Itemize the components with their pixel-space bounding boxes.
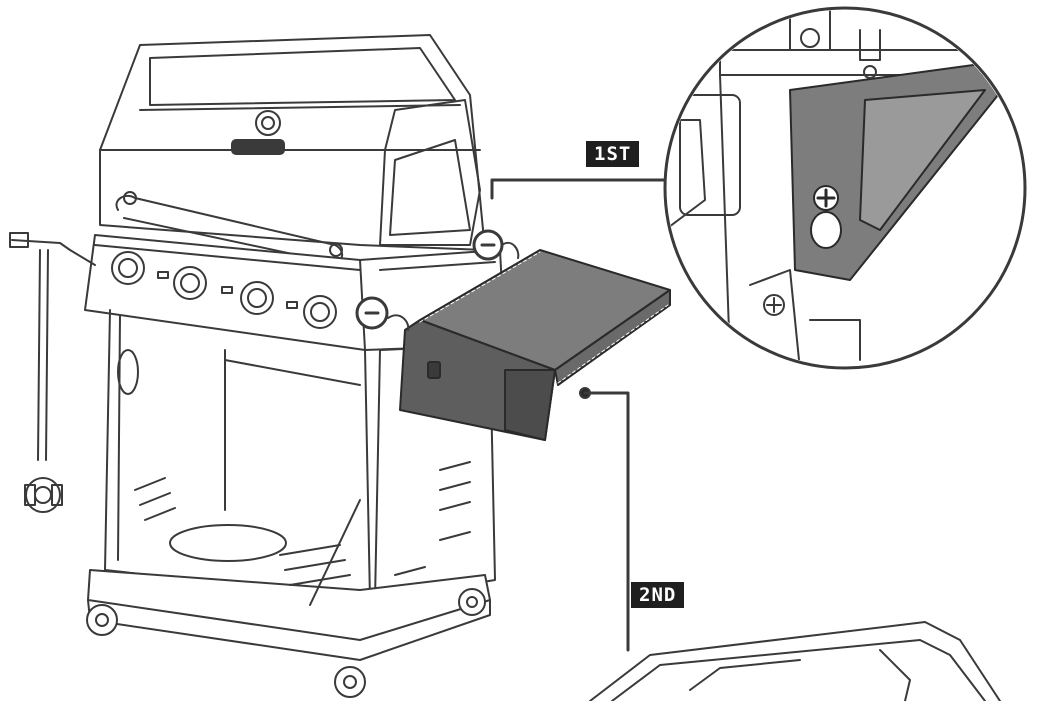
- side-shelf-slot: [427, 361, 441, 379]
- grill-lid: [99, 34, 486, 251]
- brand-logo: [231, 139, 285, 155]
- step-label-1st: 1ST: [586, 141, 640, 167]
- detail-circle-2nd: [589, 621, 1001, 702]
- detail-circle-1st: [663, 6, 1027, 370]
- callout-line-2nd: [579, 387, 630, 652]
- side-shelf: [399, 249, 671, 441]
- control-knobs: [111, 251, 337, 329]
- step-label-2nd: 2ND: [631, 582, 685, 608]
- cart-frame: [104, 309, 381, 601]
- arrow-icon: [501, 241, 520, 259]
- casters: [86, 588, 486, 698]
- thermometer-gauge: [255, 110, 281, 136]
- screw-head-icon: [763, 294, 785, 316]
- bolt-callout-2nd: [355, 296, 410, 331]
- gas-regulator-hose: [9, 232, 96, 513]
- grill-body: [9, 34, 506, 698]
- cart-vents: [134, 461, 471, 596]
- tank-hole: [169, 524, 287, 562]
- bolt-callout-1st: [472, 178, 702, 261]
- arrow-icon: [387, 314, 410, 331]
